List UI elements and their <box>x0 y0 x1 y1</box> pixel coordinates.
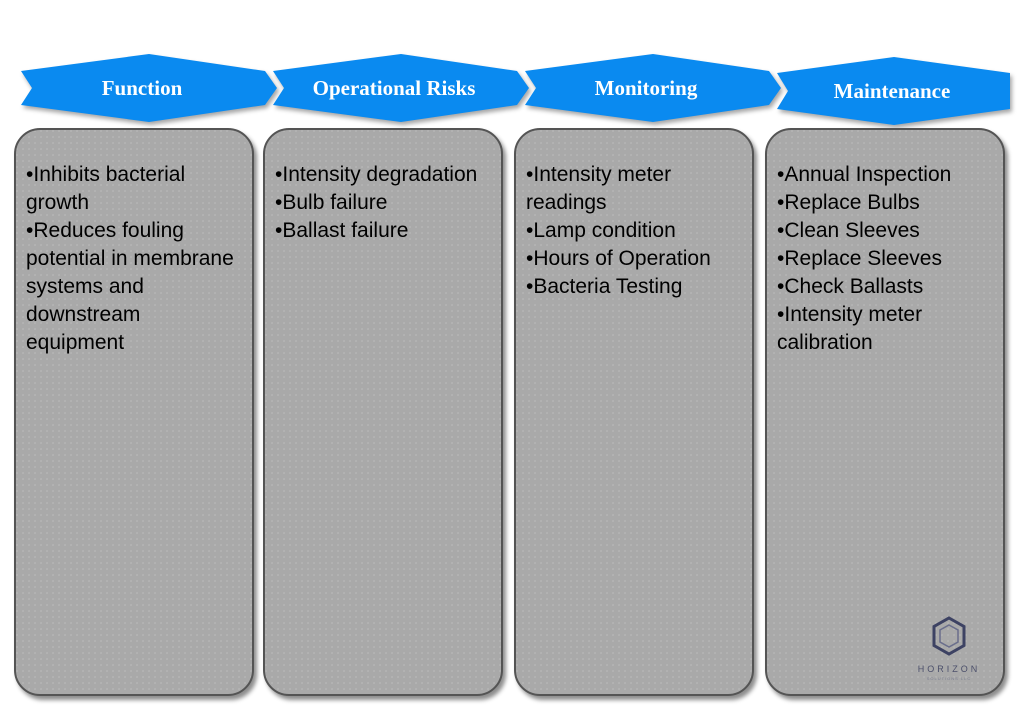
header-operational-risks: Operational Risks <box>270 53 532 123</box>
bullet-list: Inhibits bacterial growth Reduces foulin… <box>16 130 252 357</box>
list-item: Clean Sleeves <box>777 217 995 245</box>
chevron-shape <box>21 54 277 122</box>
header-label: Monitoring <box>594 75 698 100</box>
header-maintenance: Maintenance <box>774 56 1014 126</box>
header-label: Maintenance <box>833 78 951 103</box>
logo-name: HORIZON <box>917 664 981 674</box>
list-item: Inhibits bacterial growth <box>26 161 244 217</box>
card-monitoring: Intensity meter readings Lamp condition … <box>514 128 754 696</box>
bullet-list: Annual Inspection Replace Bulbs Clean Sl… <box>767 130 1003 357</box>
list-item: Ballast failure <box>275 217 493 245</box>
list-item: Intensity meter calibration <box>777 301 995 357</box>
list-item: Bacteria Testing <box>526 273 744 301</box>
list-item: Bulb failure <box>275 189 493 217</box>
list-item: Intensity degradation <box>275 161 493 189</box>
header-monitoring: Monitoring <box>522 53 784 123</box>
chevron-shape <box>273 54 529 122</box>
bullet-list: Intensity degradation Bulb failure Balla… <box>265 130 501 245</box>
list-item: Intensity meter readings <box>526 161 744 217</box>
header-function: Function <box>18 53 280 123</box>
list-item: Replace Sleeves <box>777 245 995 273</box>
logo-tagline: SOLUTIONS LLC <box>926 676 972 681</box>
list-item: Annual Inspection <box>777 161 995 189</box>
header-label: Operational Risks <box>312 75 476 100</box>
chevron-shape <box>525 54 781 122</box>
header-label: Function <box>101 75 183 100</box>
chevron-shape <box>777 57 1010 125</box>
bullet-list: Intensity meter readings Lamp condition … <box>516 130 752 301</box>
hexagon-icon <box>932 616 966 656</box>
card-maintenance: Annual Inspection Replace Bulbs Clean Sl… <box>765 128 1005 696</box>
card-operational-risks: Intensity degradation Bulb failure Balla… <box>263 128 503 696</box>
list-item: Hours of Operation <box>526 245 744 273</box>
list-item: Check Ballasts <box>777 273 995 301</box>
list-item: Reduces fouling potential in membrane sy… <box>26 217 244 357</box>
list-item: Replace Bulbs <box>777 189 995 217</box>
list-item: Lamp condition <box>526 217 744 245</box>
card-function: Inhibits bacterial growth Reduces foulin… <box>14 128 254 696</box>
horizon-logo: HORIZON SOLUTIONS LLC <box>912 614 986 681</box>
